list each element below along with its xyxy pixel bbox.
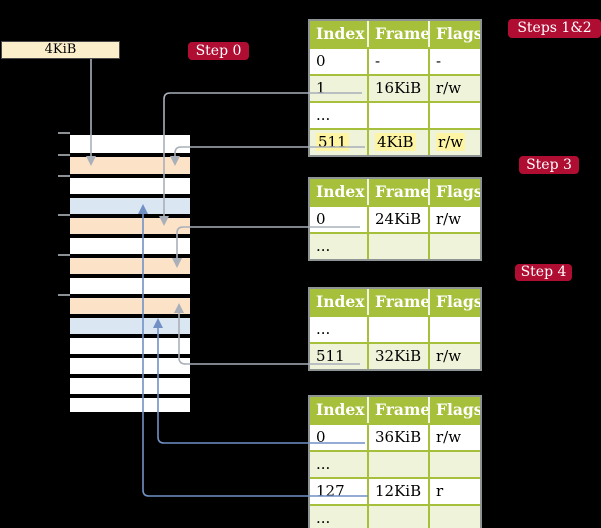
memory-row-plain bbox=[70, 358, 190, 374]
table-cell: 24KiB bbox=[367, 207, 428, 232]
table-cell bbox=[428, 234, 480, 259]
table-cell bbox=[428, 452, 480, 477]
table-cell: r/w bbox=[428, 425, 480, 450]
table-row: 0 -- bbox=[310, 47, 480, 74]
step-3-label: Step 3 bbox=[519, 156, 579, 174]
table-cell bbox=[367, 103, 428, 128]
table-cell: r/w bbox=[428, 130, 480, 155]
highlighted-value: r/w bbox=[436, 133, 466, 151]
table-cell: ... bbox=[316, 237, 331, 255]
memory-tick-marks bbox=[58, 132, 70, 296]
table-cell bbox=[367, 317, 428, 342]
table-cell: ... bbox=[316, 455, 331, 473]
table-header-cell: Frame bbox=[367, 21, 428, 47]
table-cell: 127 bbox=[316, 482, 345, 500]
table-header-cell: Frame bbox=[367, 289, 428, 315]
table-cell: 0 bbox=[316, 210, 326, 228]
memory-row-page bbox=[70, 318, 190, 334]
table-cell: ... bbox=[316, 509, 331, 527]
table-cell: 4KiB bbox=[367, 130, 428, 155]
table-cell bbox=[367, 234, 428, 259]
table-cell bbox=[367, 452, 428, 477]
table-cell: r/w bbox=[428, 76, 480, 101]
memory-row-page bbox=[70, 198, 190, 214]
table-header-cell: Frame bbox=[367, 179, 428, 205]
table-row: ... bbox=[310, 101, 480, 128]
table-row: ... bbox=[310, 315, 480, 342]
table-header-cell: Index bbox=[316, 292, 365, 311]
highlighted-value: 4KiB bbox=[375, 133, 416, 151]
memory-row-plain bbox=[70, 278, 190, 294]
table-header-cell: Flags bbox=[428, 397, 480, 423]
table-header-cell: Index bbox=[316, 400, 365, 419]
memory-row-plain bbox=[70, 135, 190, 153]
page-table-register-box: 4KiB bbox=[1, 41, 120, 59]
table-cell: - bbox=[367, 49, 428, 74]
physical-memory-column bbox=[70, 133, 190, 414]
table-header-cell: Flags bbox=[428, 289, 480, 315]
table-header-cell: Flags bbox=[428, 179, 480, 205]
table-cell: - bbox=[428, 49, 480, 74]
table-cell: 16KiB bbox=[367, 76, 428, 101]
table-cell bbox=[428, 506, 480, 528]
table-header-cell: Flags bbox=[428, 21, 480, 47]
memory-row-table bbox=[70, 157, 190, 174]
table-cell: 0 bbox=[316, 52, 326, 70]
table-cell: ... bbox=[316, 320, 331, 338]
step-4-label: Step 4 bbox=[515, 264, 572, 281]
memory-row-table bbox=[70, 298, 190, 314]
step-0-label: Step 0 bbox=[188, 42, 249, 60]
table-cell: 0 bbox=[316, 428, 326, 446]
table-row: ... bbox=[310, 232, 480, 259]
table-header-cell: Index bbox=[316, 24, 365, 43]
memory-row-table bbox=[70, 258, 190, 274]
table-cell bbox=[428, 317, 480, 342]
memory-row-plain bbox=[70, 338, 190, 354]
table-header-cell: Frame bbox=[367, 397, 428, 423]
steps-1-2-label: Steps 1&2 bbox=[508, 19, 601, 38]
table-cell: r/w bbox=[428, 207, 480, 232]
table-cell: 511 bbox=[310, 130, 367, 155]
table-cell: ... bbox=[316, 106, 331, 124]
table-cell: 32KiB bbox=[367, 344, 428, 369]
highlighted-value: 511 bbox=[316, 133, 349, 151]
table-cell: 12KiB bbox=[367, 479, 428, 504]
memory-row-plain bbox=[70, 398, 190, 412]
memory-row-plain bbox=[70, 238, 190, 254]
memory-row-table bbox=[70, 218, 190, 234]
table-cell: 1 bbox=[316, 79, 326, 97]
table-cell: 36KiB bbox=[367, 425, 428, 450]
table-header-cell: Index bbox=[316, 182, 365, 201]
memory-row-plain bbox=[70, 178, 190, 194]
memory-row-plain bbox=[70, 378, 190, 394]
table-cell: 511 bbox=[316, 347, 345, 365]
table-row: 511 4KiB r/w bbox=[310, 128, 480, 155]
table-cell bbox=[367, 506, 428, 528]
table-row: ... bbox=[310, 450, 480, 477]
table-cell: r bbox=[428, 479, 480, 504]
table-cell bbox=[428, 103, 480, 128]
table-row: ... bbox=[310, 504, 480, 528]
table-cell: r/w bbox=[428, 344, 480, 369]
